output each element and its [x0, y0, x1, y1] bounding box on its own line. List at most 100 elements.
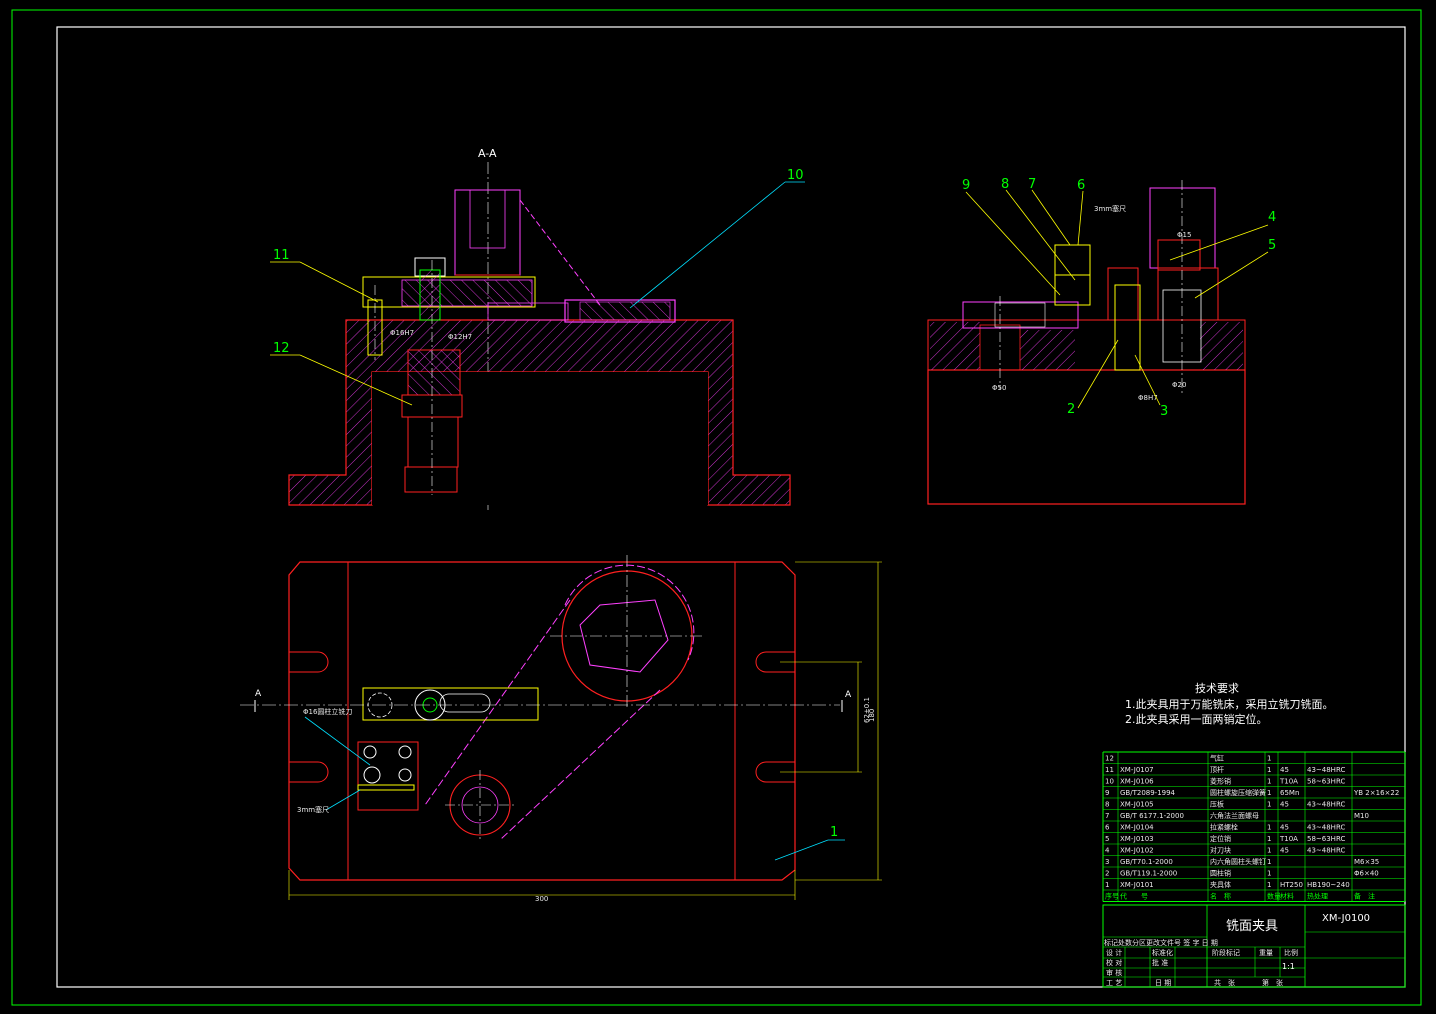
bom-cell-mat: T10A	[1279, 778, 1298, 786]
tb-stage: 阶段标记	[1212, 948, 1240, 957]
bom-cell-no: 12	[1105, 755, 1114, 763]
bom-cell-heat: HB190~240	[1307, 881, 1350, 889]
plan-view: A A 300 180 62±0.1 Φ16圆柱立铣刀 3mm塞尺 1	[240, 555, 882, 903]
bom-cell-no: 6	[1105, 824, 1110, 832]
bom-cell-code: XM-J0102	[1120, 847, 1154, 855]
bom-cell-note: M10	[1354, 812, 1369, 820]
plan-base-outline	[288, 561, 796, 881]
bom-cell-qty: 1	[1267, 824, 1271, 832]
bom-cell-qty: 1	[1267, 858, 1271, 866]
bom-cell-heat: 43~48HRC	[1307, 766, 1345, 774]
side-workpiece	[962, 301, 1079, 329]
section-mark-left: A	[255, 689, 262, 699]
feeler-note: 3mm塞尺	[297, 805, 329, 814]
bom-cell-mat: T10A	[1279, 835, 1298, 843]
section-mark-right: A	[845, 690, 852, 700]
bom-cell-name: 顶杆	[1210, 765, 1224, 774]
bom-header-qty: 数量	[1267, 892, 1281, 901]
bom-cell-qty: 1	[1267, 835, 1271, 843]
bom-cell-code: XM-J0103	[1120, 835, 1154, 843]
tb-check: 校 对	[1106, 958, 1122, 967]
bom-cell-no: 2	[1105, 870, 1109, 878]
bom-cell-mat: 45	[1280, 824, 1289, 832]
bom-cell-no: 11	[1105, 766, 1114, 774]
bom-cell-mat: 45	[1280, 847, 1289, 855]
bom-cell-code: XM-J0107	[1120, 766, 1154, 774]
tb-sheet: 第 张	[1262, 978, 1283, 987]
tb-approve: 批 准	[1152, 958, 1168, 967]
bom-cell-name: 对刀块	[1210, 846, 1231, 855]
bom-cell-mat: 45	[1280, 801, 1289, 809]
bom-cell-qty: 1	[1267, 778, 1271, 786]
side-locating-pin	[1149, 187, 1216, 269]
balloon-10: 10	[787, 168, 804, 183]
tb-process: 工 艺	[1106, 979, 1122, 987]
balloon-4: 4	[1268, 210, 1276, 225]
tb-date: 日 期	[1155, 979, 1171, 987]
tb-revision: 标记处数分区更改文件号 签 字 日 期	[1104, 938, 1218, 947]
bom-cell-code: XM-J0104	[1120, 824, 1154, 832]
locating-pin-housing	[454, 189, 521, 276]
balloon-8: 8	[1001, 177, 1009, 192]
drawing-title: 铣面夹具	[1226, 919, 1278, 934]
bom-cell-qty: 1	[1267, 881, 1271, 889]
balloon-12: 12	[273, 341, 290, 356]
side-nut	[1054, 244, 1091, 276]
scale-value: 1:1	[1282, 962, 1295, 971]
section-view-aa: A-A Φ16H7 Φ12H7 11 12	[270, 147, 805, 510]
bom-cell-code: XM-J0106	[1120, 778, 1154, 786]
bom-cell-code: GB/T119.1-2000	[1120, 870, 1177, 878]
bom-cell-heat: 43~48HRC	[1307, 824, 1345, 832]
bom-cell-qty: 1	[1267, 801, 1271, 809]
balloon-7: 7	[1028, 177, 1036, 192]
tech-line-2: 2.此夹具采用一面两销定位。	[1125, 712, 1268, 726]
side-body	[927, 369, 1246, 505]
dim-d8: Φ8H7	[1138, 394, 1158, 402]
side-setting-block	[1114, 284, 1141, 371]
tech-line-1: 1.此夹具用于万能铣床，采用立铣刀铣面。	[1125, 697, 1334, 711]
balloon-6: 6	[1077, 178, 1085, 193]
tb-standardize: 标准化	[1152, 948, 1173, 957]
bom-cell-name: 夹具体	[1210, 880, 1231, 889]
plan-workpiece-rod	[424, 564, 695, 841]
bom-cell-no: 4	[1105, 847, 1110, 855]
bom-cell-code: GB/T2089-1994	[1120, 789, 1176, 797]
tb-design: 设 计	[1106, 948, 1122, 957]
dim-d20: Φ20	[1172, 381, 1186, 389]
bom-cell-qty: 1	[1267, 847, 1271, 855]
balloon-2: 2	[1067, 402, 1075, 417]
bom-cell-note: Φ6×40	[1354, 870, 1379, 878]
bom-cell-no: 7	[1105, 812, 1109, 820]
bom-cell-no: 8	[1105, 801, 1109, 809]
bom-cell-note: YB 2×16×22	[1353, 789, 1399, 797]
dim-d12-section: Φ12H7	[448, 333, 472, 341]
bom-cell-name: 六角法兰面螺母	[1210, 811, 1259, 820]
bom-cell-name: 拉紧螺栓	[1210, 823, 1238, 832]
bom-cell-name: 内六角圆柱头螺钉	[1210, 857, 1266, 866]
bom-cell-note: M6×35	[1354, 858, 1379, 866]
clamp-plate	[362, 276, 536, 308]
workpiece	[564, 299, 676, 323]
bom-cell-name: 压板	[1210, 800, 1224, 809]
tech-requirements: 技术要求 1.此夹具用于万能铣床，采用立铣刀铣面。 2.此夹具采用一面两销定位。	[1125, 682, 1334, 726]
tb-sheets: 共 张	[1214, 978, 1235, 987]
dim-d15: Φ15	[1177, 231, 1191, 239]
bom-cell-code: XM-J0105	[1120, 801, 1154, 809]
bom-cell-heat: 58~63HRC	[1307, 778, 1345, 786]
dim-d16-section: Φ16H7	[390, 329, 414, 337]
bom-cell-no: 1	[1105, 881, 1109, 889]
bom-cell-no: 3	[1105, 858, 1109, 866]
dim-d50: Φ50	[992, 384, 1006, 392]
title-block: 铣面夹具 XM-J0100 1:1 标记处数分区更改文件号 签 字 日 期 设 …	[1102, 904, 1406, 988]
tb-ratio: 比例	[1284, 948, 1298, 957]
bom-cell-qty: 1	[1267, 755, 1271, 763]
drawing-number: XM-J0100	[1322, 913, 1370, 924]
section-label: A-A	[478, 147, 497, 160]
bom-cell-name: 圆柱销	[1210, 869, 1231, 878]
balloon-3: 3	[1160, 404, 1168, 419]
dim-pin-spacing: 62±0.1	[863, 697, 871, 723]
bom-cell-qty: 1	[1267, 870, 1271, 878]
bom-cell-heat: 43~48HRC	[1307, 801, 1345, 809]
